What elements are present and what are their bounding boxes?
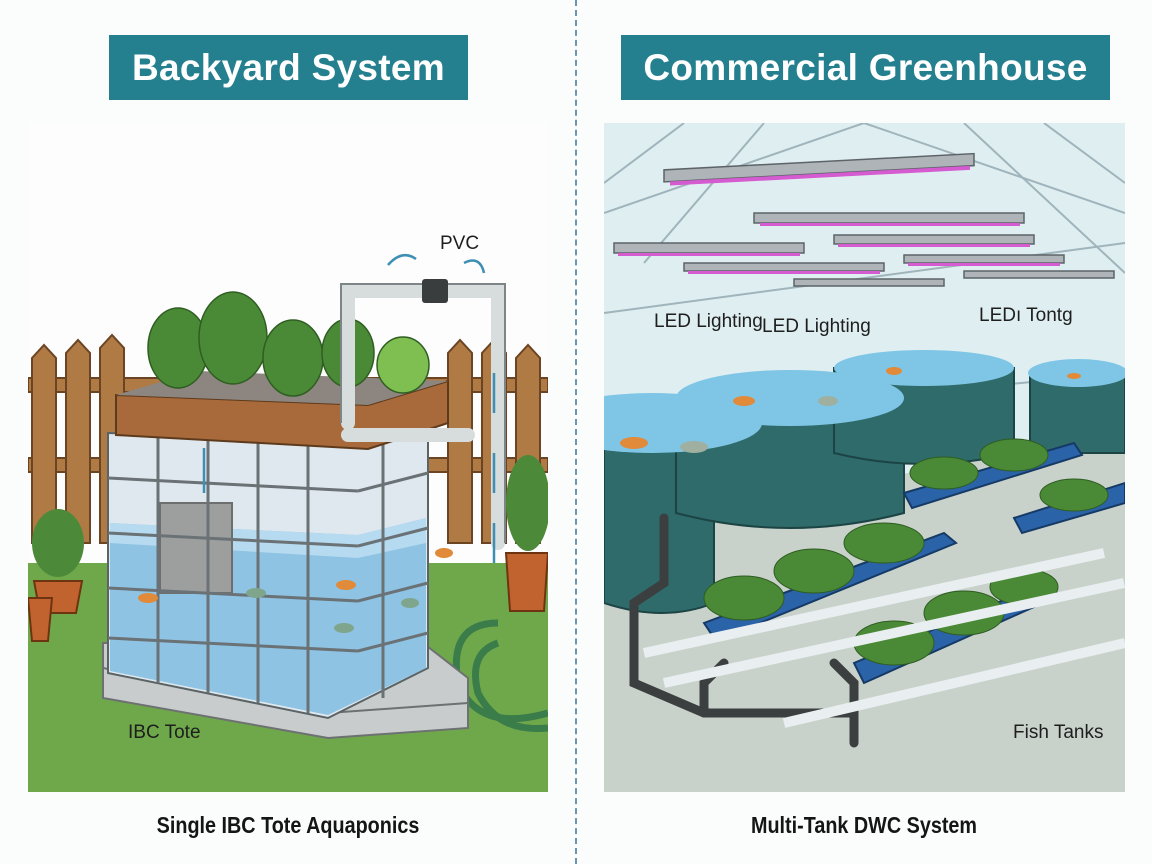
greenhouse-panel: Commercial Greenhouse bbox=[576, 0, 1152, 864]
led-lighting-label-center: LED Lighting bbox=[762, 316, 871, 337]
led-lighting-label-left: LED Lighting bbox=[654, 311, 763, 332]
backyard-title: Backyard System bbox=[109, 35, 468, 100]
greenhouse-title: Commercial Greenhouse bbox=[621, 35, 1110, 100]
greenhouse-illustration bbox=[604, 123, 1125, 792]
led-grow-lights bbox=[613, 152, 1115, 287]
backyard-illustration bbox=[28, 123, 548, 792]
backyard-caption: Single IBC Tote Aquaponics bbox=[156, 812, 420, 838]
ibc-tote-label: IBC Tote bbox=[128, 722, 201, 743]
panel-divider bbox=[575, 0, 577, 864]
greenhouse-caption: Multi-Tank DWC System bbox=[750, 812, 978, 838]
potted-plant-left bbox=[28, 509, 84, 642]
potted-plant-right bbox=[504, 455, 548, 612]
fish-tanks-label: Fish Tanks bbox=[1013, 722, 1104, 743]
backyard-panel: Backyard System bbox=[28, 35, 548, 838]
valve-icon bbox=[422, 279, 448, 303]
led-tank-label: LEDı Tontg bbox=[979, 305, 1073, 326]
pvc-label: PVC bbox=[440, 233, 480, 254]
ibc-tote bbox=[107, 421, 453, 720]
